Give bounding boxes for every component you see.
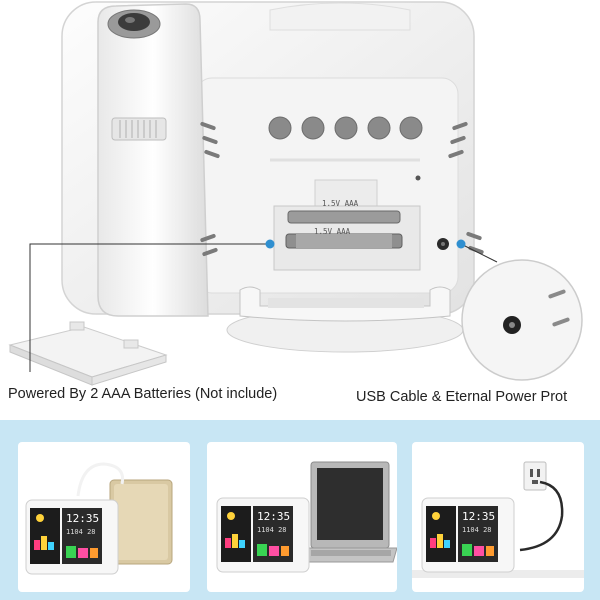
battery-cover [8,321,168,386]
battery-icon [285,210,403,249]
svg-text:1104 28: 1104 28 [462,526,492,534]
clock-device: 12:35 1104 28 [25,499,119,575]
battery-label-bottom: 1.5V AAA [314,227,351,236]
control-buttons [268,116,423,140]
product-photo: 1.5V AAA 1.5V AAA [8,1,583,405]
projector-lens-icon [107,9,161,39]
scenario-laptop: 12:35 1104 28 [207,442,397,592]
svg-text:1104 28: 1104 28 [257,526,287,534]
clock-back-illustration: 1.5V AAA 1.5V AAA [8,1,583,386]
callout-battery [29,243,270,372]
clock-device: 12:35 1104 28 [421,497,515,573]
battery-compartment: 1.5V AAA 1.5V AAA [273,179,421,271]
callout-line-power [460,243,498,263]
callout-dot-battery [265,239,275,249]
clock-device: 12:35 1104 28 [216,497,310,573]
vent-slits-left [200,121,220,257]
usage-scenarios-strip: 12:35 1104 28 12:35 [0,420,600,600]
svg-text:12:35: 12:35 [257,510,290,523]
usb-cable-icon [519,480,564,552]
clock-stand [226,286,464,353]
caption-batteries: Powered By 2 AAA Batteries (Not include) [8,386,278,402]
projector-arm [97,3,209,317]
wall-outlet-icon [523,461,547,491]
battery-label-top: 1.5V AAA [322,199,359,208]
svg-text:1104 28: 1104 28 [66,528,96,536]
zoom-detail-circle [461,259,583,381]
caption-power-port: USB Cable & Eternal Power Prot [356,389,568,405]
laptop-icon [302,461,397,563]
callout-dot-power [456,239,466,249]
scenario-power-bank: 12:35 1104 28 [18,442,190,592]
power-jack-icon [437,238,449,250]
power-bank-icon [109,479,173,565]
usb-cable-icon [76,462,125,497]
svg-text:12:35: 12:35 [462,510,495,523]
vent-slits-right [448,121,484,255]
scenario-wall-outlet: 12:35 1104 28 [412,442,584,592]
svg-text:12:35: 12:35 [66,512,99,525]
